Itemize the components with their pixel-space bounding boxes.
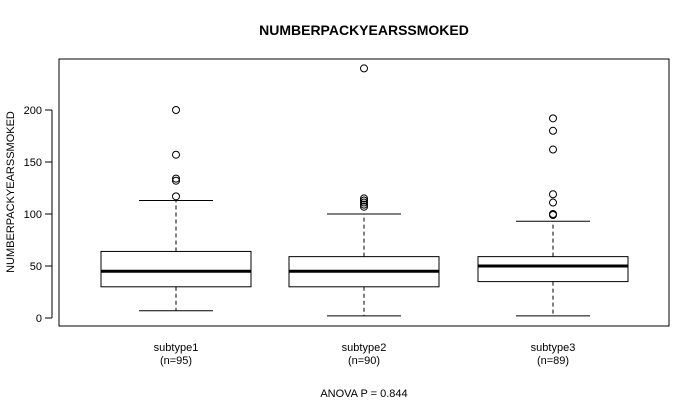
y-axis-label: NUMBERPACKYEARSSMOKED	[5, 111, 17, 273]
outlier-point	[549, 190, 557, 199]
iqr-box	[100, 250, 252, 288]
outlier-point	[360, 196, 368, 205]
x-category-count: (n=95)	[160, 355, 192, 367]
y-axis: 0 50 100 150 200	[24, 105, 53, 325]
plot-frame	[58, 58, 670, 327]
chart-title: NUMBERPACKYEARSSMOKED	[259, 22, 469, 38]
boxes	[100, 64, 629, 317]
outlier-point	[549, 114, 557, 123]
outlier-point	[172, 106, 180, 114]
outlier-point	[360, 194, 368, 203]
y-tick-label: 100	[24, 209, 42, 221]
y-tick-label: 150	[24, 157, 42, 169]
x-category-label: subtype3	[531, 342, 576, 354]
outlier-point	[172, 174, 180, 183]
x-category-label: subtype2	[342, 342, 387, 354]
outlier-point	[360, 198, 368, 207]
outlier-point	[360, 200, 368, 209]
y-tick-label: 0	[36, 313, 42, 325]
outlier-point	[172, 150, 180, 159]
box-group-subtype1	[100, 106, 252, 312]
outlier-point	[549, 126, 557, 135]
x-category-label: subtype1	[154, 342, 199, 354]
x-category-count: (n=90)	[348, 355, 380, 367]
box-group-subtype3	[477, 114, 629, 317]
outlier-point	[549, 210, 557, 218]
outlier-point	[360, 202, 368, 211]
outlier-point	[360, 64, 368, 73]
outlier-point	[549, 198, 557, 207]
iqr-box	[477, 256, 629, 283]
outlier-point	[172, 192, 180, 201]
x-category-count: (n=89)	[537, 355, 569, 367]
y-tick-label: 50	[30, 261, 42, 273]
x-axis-labels: subtype1(n=95) subtype2(n=90) subtype3(n=8…	[154, 342, 576, 367]
anova-footnote: ANOVA P = 0.844	[320, 388, 407, 400]
outlier-point	[172, 176, 180, 185]
outlier-point	[549, 145, 557, 154]
y-tick-label: 200	[24, 105, 42, 117]
box-group-subtype2	[288, 64, 440, 317]
